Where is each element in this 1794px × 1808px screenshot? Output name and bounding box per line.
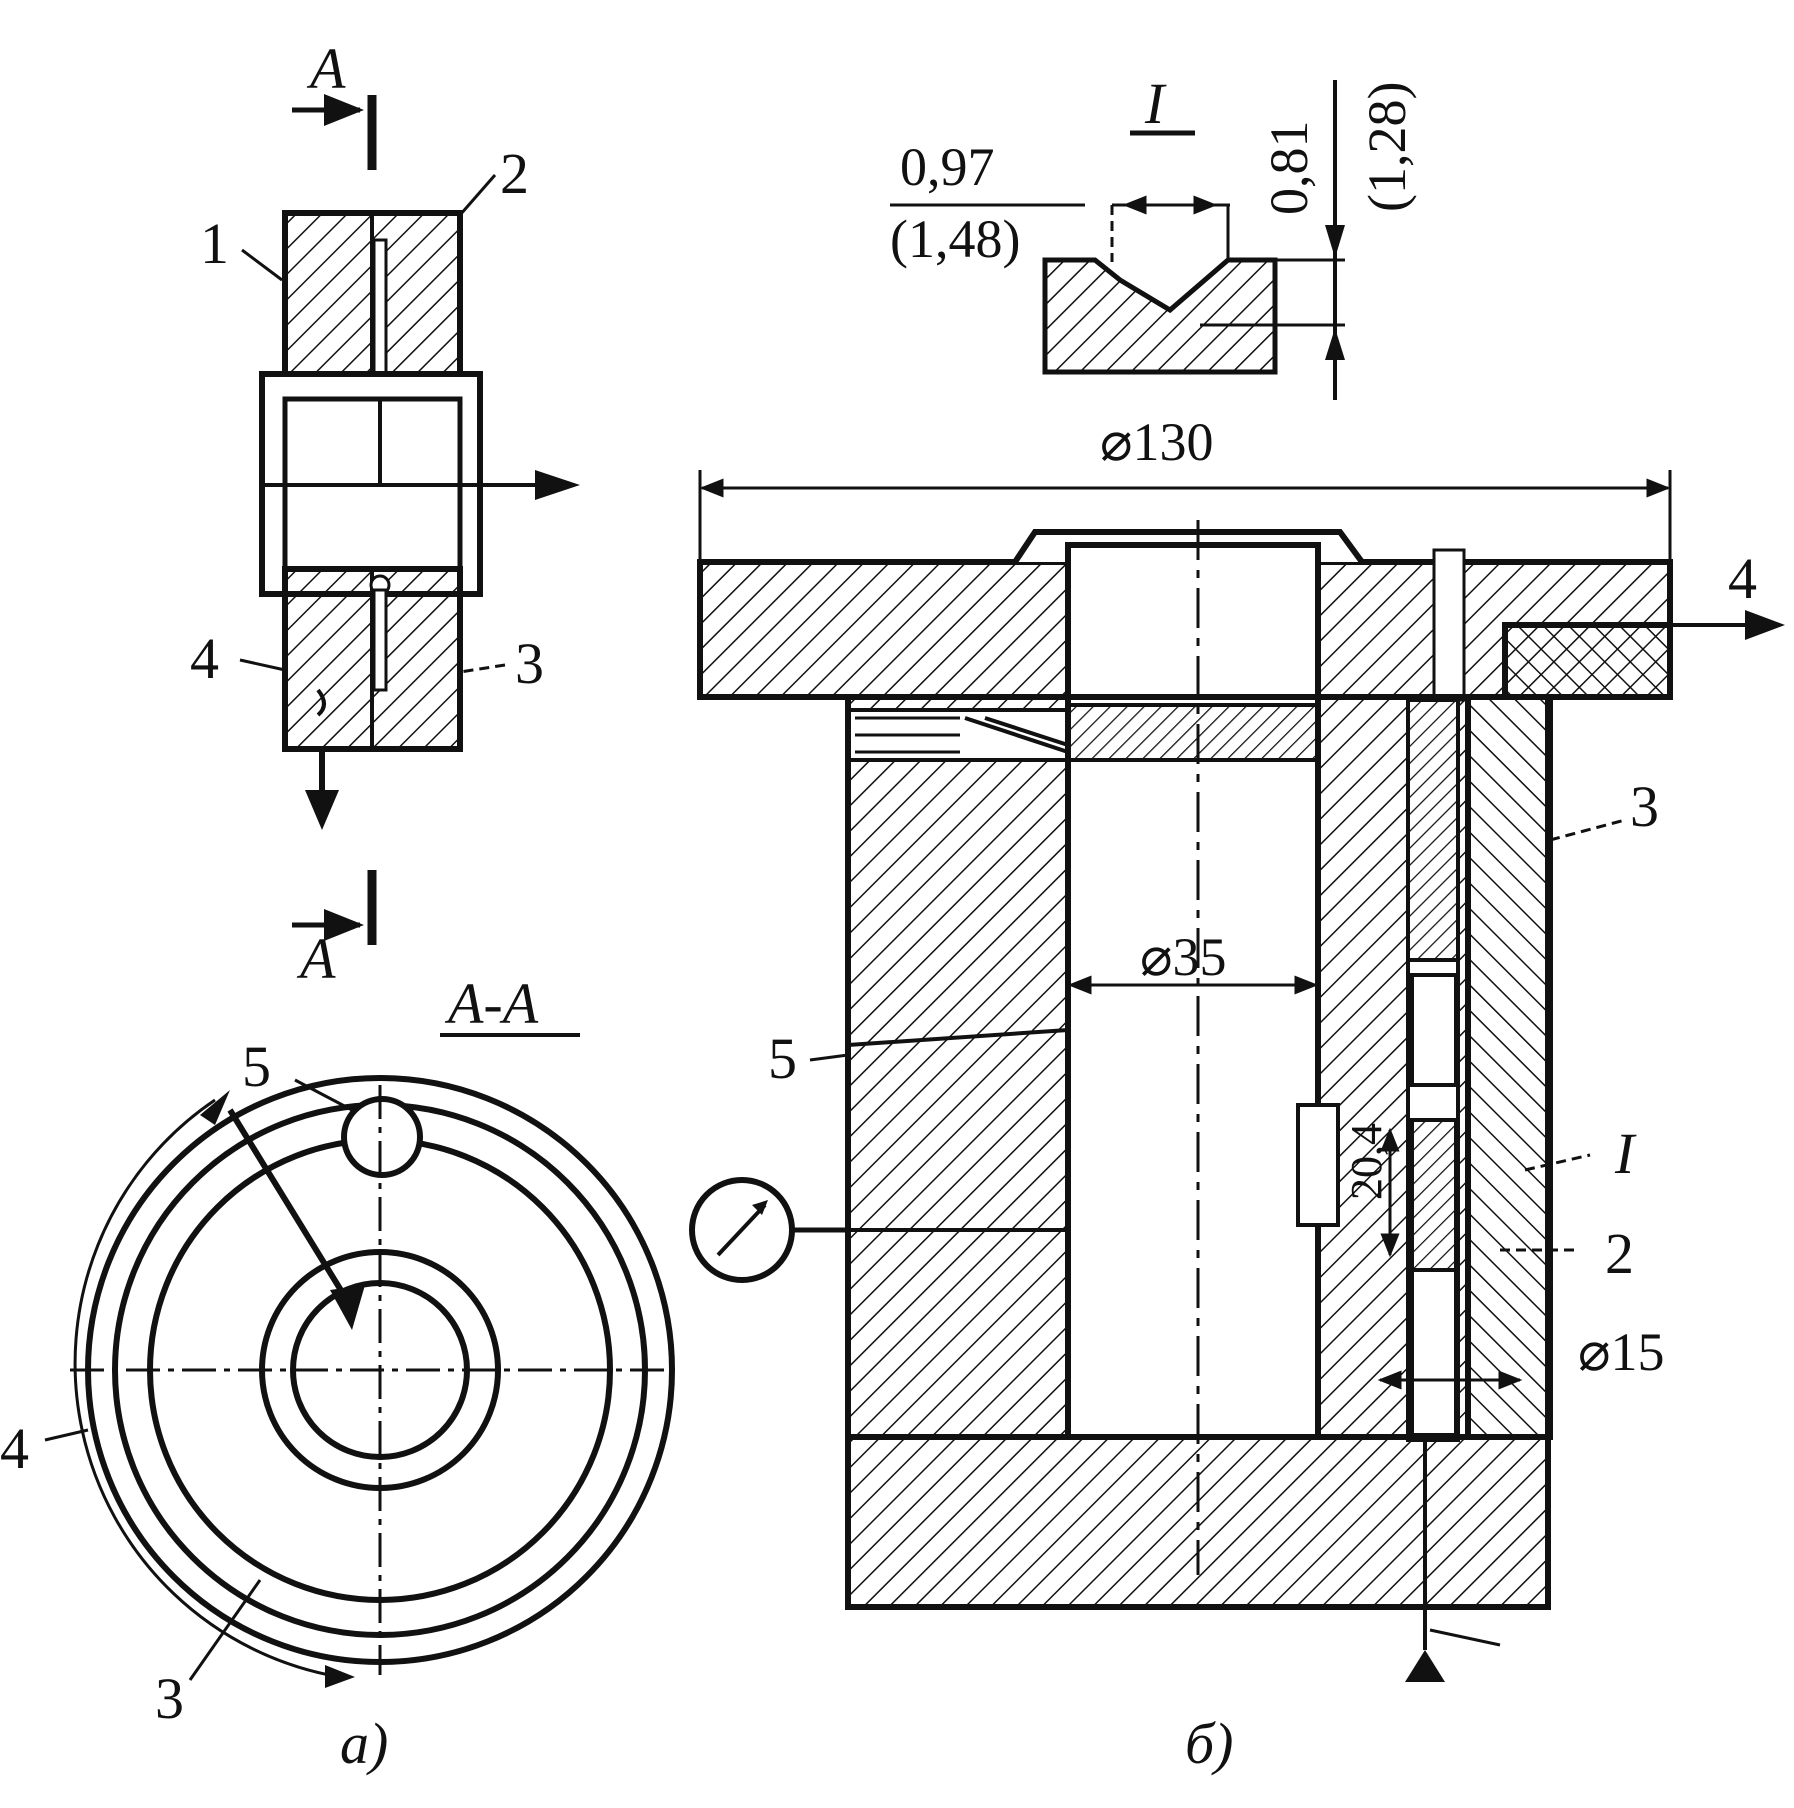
detail-title-i: I	[1145, 71, 1165, 136]
view-caption-b: б)	[1185, 1711, 1234, 1776]
detail-dim-width-alt: (1,48)	[890, 209, 1021, 269]
callout-2: 2	[500, 141, 529, 206]
section-marker-a-bottom: A	[300, 926, 336, 991]
callout-3-b: 3	[1630, 774, 1659, 839]
part-b-detail-i	[890, 80, 1345, 400]
callout-4-bottom: 4	[0, 1416, 29, 1481]
callout-1: 1	[200, 211, 229, 276]
callout-5: 5	[242, 1034, 271, 1099]
detail-dim-depth-alt: (1,28)	[1357, 81, 1417, 212]
dim-bore-diameter: ⌀35	[1140, 927, 1227, 987]
callout-4-top: 4	[190, 626, 219, 691]
part-a-section-view	[44, 1033, 675, 1688]
dim-outer-diameter: ⌀130	[1100, 412, 1214, 472]
callout-3-bottom: 3	[155, 1666, 184, 1731]
callout-4-b: 4	[1728, 546, 1757, 611]
callout-3-top: 3	[515, 631, 544, 696]
view-caption-a: а)	[340, 1711, 389, 1776]
callout-5-b: 5	[768, 1026, 797, 1091]
part-b-main-section	[689, 470, 1785, 1682]
detail-dim-width: 0,97	[900, 137, 995, 197]
callout-2-b: 2	[1605, 1221, 1634, 1286]
section-title-a-a: A-A	[448, 971, 539, 1036]
callout-i-b: I	[1615, 1121, 1635, 1186]
dim-hole-diameter: ⌀15	[1578, 1322, 1665, 1382]
part-a-side-section	[239, 94, 580, 945]
section-marker-a-top: A	[310, 36, 346, 101]
dim-length: 20,4	[1342, 1123, 1391, 1200]
detail-dim-depth: 0,81	[1259, 120, 1319, 216]
